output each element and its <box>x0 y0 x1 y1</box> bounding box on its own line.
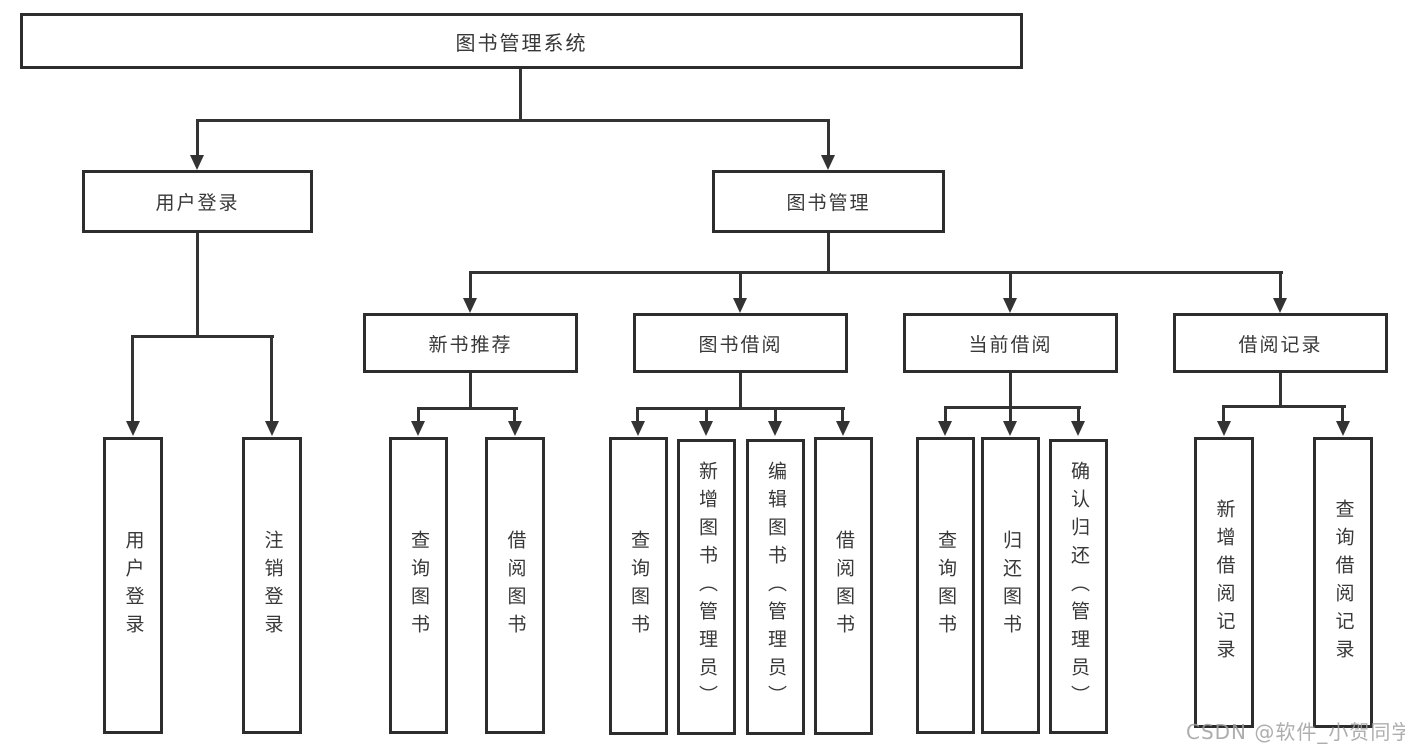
node-label: 确认归还（管理员） <box>1067 460 1090 713</box>
connector-drop <box>513 410 516 422</box>
node-label: 图书管理 <box>786 192 871 214</box>
node-label: 注销登录 <box>261 529 284 642</box>
arrow-down-icon <box>1071 421 1085 436</box>
connector-drop <box>841 410 844 422</box>
node-label: 查询图书 <box>627 530 650 642</box>
connector-drop-login <box>131 338 134 422</box>
node-leaf-add-books-admin: 新增图书（管理员） <box>677 439 736 735</box>
arrow-down-icon <box>508 421 522 436</box>
arrow-down-icon <box>265 421 279 436</box>
connector-book-borrow-bus <box>636 407 845 410</box>
arrow-down-icon <box>836 421 850 436</box>
node-label: 新增借阅记录 <box>1213 498 1236 667</box>
node-leaf-add-borrow-record: 新增借阅记录 <box>1194 437 1254 728</box>
node-label: 归还图书 <box>999 529 1022 642</box>
connector-drop <box>705 410 708 422</box>
arrow-down-icon <box>938 421 952 436</box>
node-library-management-system: 图书管理系统 <box>20 13 1023 69</box>
arrow-down-icon <box>1003 298 1017 313</box>
arrow-down-icon <box>463 298 477 313</box>
node-label: 图书借阅 <box>698 333 783 356</box>
node-leaf-edit-books-admin: 编辑图书（管理员） <box>746 439 805 735</box>
node-user-login: 用户登录 <box>82 170 313 233</box>
node-label: 新书推荐 <box>428 333 513 356</box>
node-label: 用户登录 <box>122 529 145 642</box>
connector-root-bus <box>196 119 830 122</box>
connector-drop <box>1222 408 1225 421</box>
connector-new-book-bus <box>417 407 518 410</box>
arrow-down-icon <box>1003 421 1017 436</box>
connector-drop-current-borrow <box>1009 274 1012 300</box>
connector-drop-book-borrow <box>739 274 742 300</box>
arrow-down-icon <box>821 155 835 170</box>
connector-borrow-record-bus <box>1222 405 1346 408</box>
node-label: 当前借阅 <box>968 333 1053 356</box>
connector-book-management-bus <box>469 271 1283 274</box>
node-new-book-recommendation: 新书推荐 <box>363 313 578 373</box>
node-leaf-query-books-1: 查询图书 <box>389 437 448 734</box>
connector-drop-new-book <box>469 274 472 300</box>
connector-drop-book-management <box>827 121 830 157</box>
connector-drop <box>1341 408 1344 421</box>
arrow-down-icon <box>190 155 204 170</box>
node-label: 查询借阅记录 <box>1332 498 1355 667</box>
node-label: 用户登录 <box>155 192 240 214</box>
arrow-down-icon <box>699 421 713 436</box>
node-leaf-user-login: 用户登录 <box>103 437 163 734</box>
connector-current-borrow-stem <box>1009 373 1012 409</box>
node-label: 借阅记录 <box>1238 333 1323 356</box>
arrow-down-icon <box>1336 421 1350 436</box>
node-label: 借阅图书 <box>832 530 855 642</box>
connector-user-login-stem <box>196 233 199 337</box>
node-leaf-confirm-return-admin: 确认归还（管理员） <box>1049 439 1108 734</box>
connector-current-borrow-bus <box>944 406 1081 409</box>
node-leaf-return-books: 归还图书 <box>981 437 1040 734</box>
connector-drop <box>944 409 947 422</box>
arrow-down-icon <box>631 421 645 436</box>
connector-drop <box>417 410 420 422</box>
connector-book-borrow-stem <box>739 373 742 409</box>
node-leaf-query-books-2: 查询图书 <box>609 437 668 735</box>
node-label: 查询图书 <box>934 529 957 642</box>
connector-drop-logout <box>270 338 273 422</box>
connector-book-management-stem <box>827 233 830 273</box>
node-leaf-borrow-books-1: 借阅图书 <box>485 437 545 734</box>
connector-drop-user-login <box>196 121 199 157</box>
connector-drop <box>1009 409 1012 422</box>
connector-drop <box>1077 409 1080 422</box>
node-label: 查询图书 <box>407 529 430 642</box>
connector-root-stem <box>519 69 522 120</box>
node-label: 借阅图书 <box>504 529 527 642</box>
node-label: 新增图书（管理员） <box>695 461 718 713</box>
connector-drop-borrow-record <box>1279 274 1282 300</box>
connector-user-login-bus <box>131 335 274 338</box>
arrow-down-icon <box>1217 421 1231 436</box>
node-leaf-query-borrow-record: 查询借阅记录 <box>1313 437 1373 728</box>
node-leaf-query-books-3: 查询图书 <box>916 437 975 734</box>
node-book-management: 图书管理 <box>712 170 945 233</box>
node-label: 编辑图书（管理员） <box>764 461 787 713</box>
node-leaf-logout: 注销登录 <box>242 437 302 734</box>
arrow-down-icon <box>768 421 782 436</box>
connector-new-book-stem <box>469 373 472 409</box>
node-book-borrowing: 图书借阅 <box>633 313 848 373</box>
node-current-borrowing: 当前借阅 <box>903 313 1118 373</box>
node-leaf-borrow-books-2: 借阅图书 <box>814 437 873 735</box>
arrow-down-icon <box>733 298 747 313</box>
node-label: 图书管理系统 <box>455 30 588 55</box>
connector-borrow-record-stem <box>1279 373 1282 408</box>
arrow-down-icon <box>126 421 140 436</box>
csdn-watermark: CSDN @软件_小贺同学 <box>1186 720 1405 744</box>
connector-drop <box>636 410 639 422</box>
arrow-down-icon <box>1273 298 1287 313</box>
node-borrowing-records: 借阅记录 <box>1173 313 1388 373</box>
connector-drop <box>774 410 777 422</box>
arrow-down-icon <box>411 421 425 436</box>
